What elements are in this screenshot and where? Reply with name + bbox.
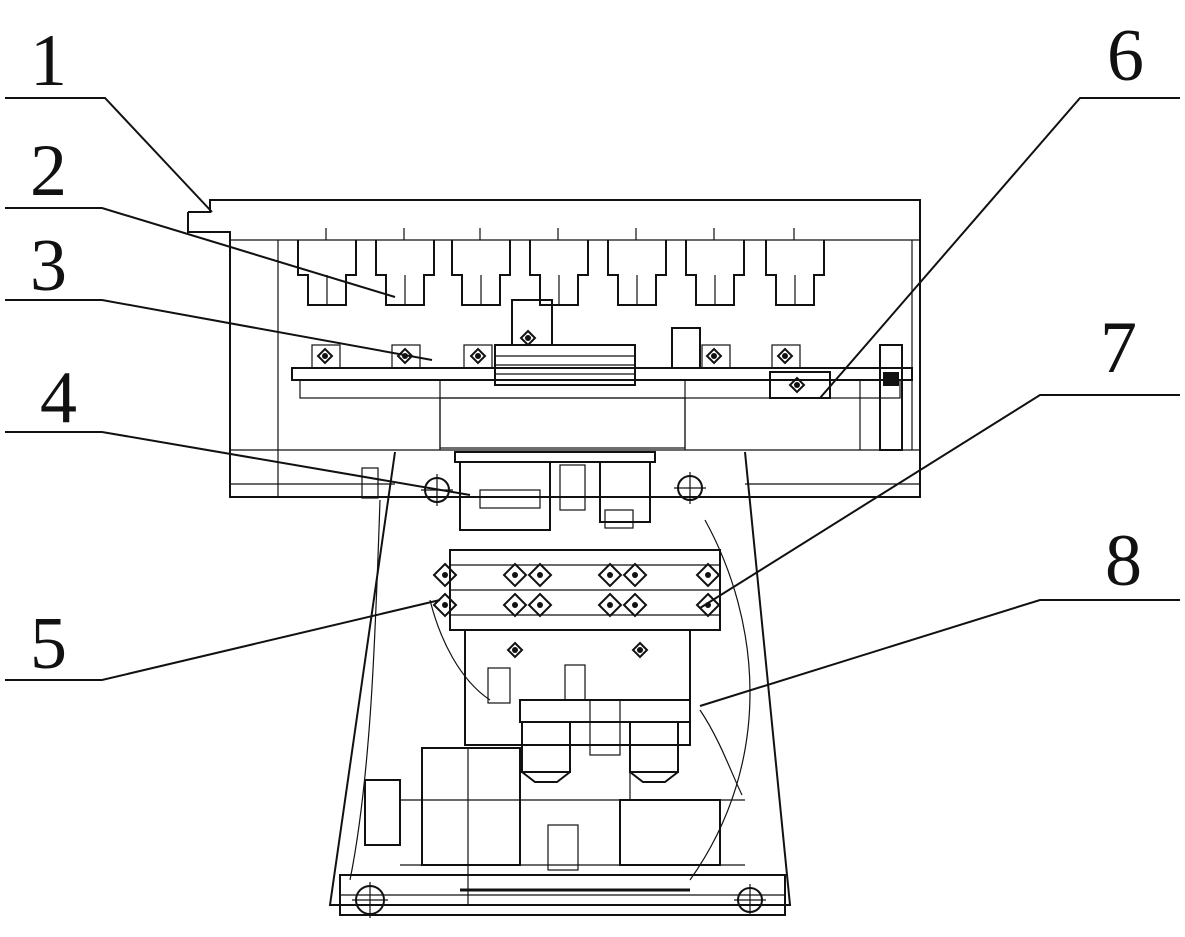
valve-manifold xyxy=(449,549,721,746)
callout-numbers: 1 2 3 4 5 6 7 8 xyxy=(30,15,1144,685)
callout-8: 8 xyxy=(1105,520,1142,602)
callout-6: 6 xyxy=(1107,15,1144,97)
callout-7: 7 xyxy=(1100,307,1137,389)
base-equipment xyxy=(364,747,745,905)
leader-5 xyxy=(5,599,441,681)
leader-lines xyxy=(5,97,1180,707)
callout-5: 5 xyxy=(30,603,67,685)
leader-7 xyxy=(699,394,1180,609)
punch-row xyxy=(297,228,825,306)
upper-housing xyxy=(187,199,921,498)
callout-1: 1 xyxy=(30,20,67,102)
leader-3 xyxy=(5,299,433,361)
fasteners xyxy=(316,329,806,918)
leader-8 xyxy=(699,599,1180,707)
callout-2: 2 xyxy=(30,130,67,212)
drive-block xyxy=(361,451,656,531)
leader-4 xyxy=(5,431,471,496)
callout-4: 4 xyxy=(40,357,77,439)
filter-regulator xyxy=(429,599,743,796)
pedestal-frame xyxy=(328,451,792,916)
leader-1 xyxy=(5,97,213,213)
callout-3: 3 xyxy=(30,225,67,307)
leader-6 xyxy=(819,97,1180,399)
slide-rail xyxy=(291,299,913,451)
